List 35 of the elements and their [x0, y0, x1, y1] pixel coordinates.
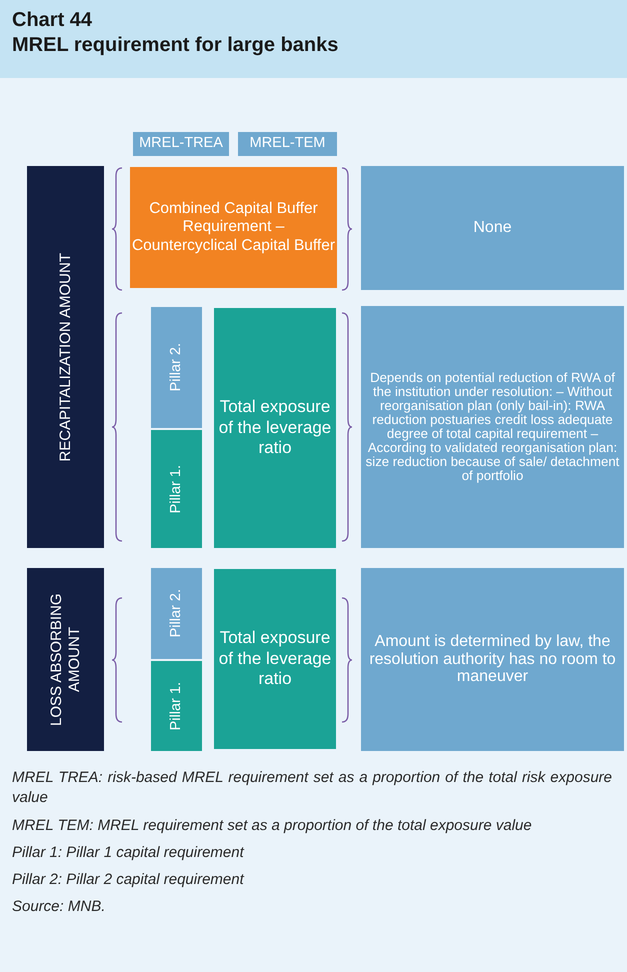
- requirement-box: [361, 568, 624, 751]
- box-text: Total exposure of the leverage ratio: [218, 397, 332, 459]
- footnote: MREL TREA: risk-based MREL requirement set as a proportion of the total risk exposure value: [12, 768, 612, 808]
- box-text: Pillar 2.: [168, 343, 185, 392]
- pillar-block: [151, 661, 202, 751]
- footnote: Pillar 2: Pillar 2 capital requirement: [12, 870, 246, 890]
- chart-number: Chart 44: [12, 8, 94, 33]
- box-text: MREL-TEM: [250, 135, 326, 153]
- category-bar: [27, 568, 104, 751]
- box-text: Pillar 2.: [168, 589, 185, 638]
- box-text: LOSS ABSORBING AMOUNT: [48, 592, 84, 728]
- box-text: Total exposure of the leverage ratio: [218, 628, 332, 690]
- chart-title: MREL requirement for large banks: [12, 33, 340, 58]
- box-text: MREL-TREA: [139, 135, 223, 153]
- requirement-box: [361, 166, 624, 290]
- requirement-box: [361, 306, 624, 548]
- box-text: None: [473, 218, 512, 238]
- box-text: Pillar 1.: [168, 464, 185, 514]
- requirement-box: [214, 569, 336, 749]
- pillar-block: [151, 430, 202, 548]
- footnote: Pillar 1: Pillar 1 capital requirement: [12, 842, 246, 863]
- pillar-block: [151, 307, 202, 428]
- box-text: Amount is determined by law, the resolution authority has no room to maneuver: [368, 633, 617, 686]
- box-text: Pillar 1.: [168, 682, 185, 730]
- footnote: MREL TEM: MREL requirement set as a proportion of the total exposure value: [12, 816, 533, 836]
- box-text: Combined Capital Buffer Requirement – Countercyclical Capital Buffer: [130, 200, 336, 256]
- requirement-box: [133, 132, 229, 156]
- box-text: RECAPITALIZATION AMOUNT: [56, 252, 74, 462]
- pillar-block: [151, 568, 202, 659]
- box-text: Depends on potential reduction of RWA of the institution under resolution: – Without reorganisation plan (only bail-in): RWA reduction postuaries credit loss adequate degree of total capital requirement – According to validated reorganisation plan: size reduction because of sale/ detachment of portfolio: [364, 371, 620, 483]
- requirement-box: [238, 132, 337, 156]
- category-bar: [27, 166, 104, 548]
- requirement-box: [214, 308, 336, 548]
- footnote: Source: MNB.: [12, 897, 106, 918]
- requirement-box: [130, 167, 337, 288]
